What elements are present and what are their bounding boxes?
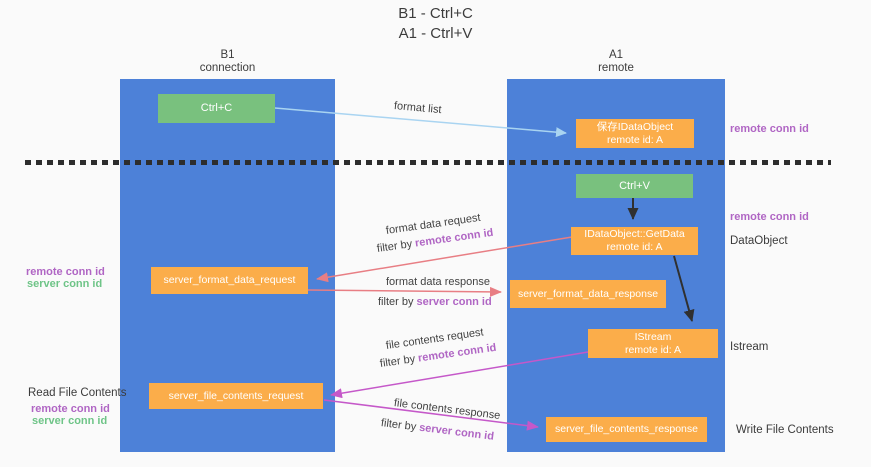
dataobject-label: DataObject bbox=[730, 235, 788, 247]
node-file-request-label: server_file_contents_request bbox=[168, 389, 304, 402]
node-save-idataobject: 保存IDataObject remote id: A bbox=[576, 119, 694, 148]
server-conn-id-text: server conn id bbox=[418, 421, 495, 443]
filter-by-text: filter by bbox=[380, 417, 420, 434]
node-file-response-label: server_file_contents_response bbox=[554, 423, 698, 435]
filter-by-text: filter by bbox=[376, 237, 416, 255]
node-ctrl-c: Ctrl+C bbox=[158, 94, 275, 123]
lane-a1-role: remote bbox=[598, 62, 634, 74]
node-istream: IStream remote id: A bbox=[588, 329, 718, 358]
file-contents-response-label: file contents response bbox=[393, 397, 501, 422]
node-format-request-label: server_format_data_request bbox=[163, 274, 296, 286]
node-ctrl-c-label: Ctrl+C bbox=[200, 102, 233, 114]
node-ctrl-v-label: Ctrl+V bbox=[619, 179, 650, 192]
filter-by-server-conn-id-label-1: filter by server conn id bbox=[378, 296, 492, 308]
node-server-format-data-response: server_format_data_response bbox=[510, 280, 666, 308]
node-server-file-contents-request: server_file_contents_request bbox=[149, 383, 323, 409]
remote-conn-id-left-label-2: remote conn id bbox=[31, 403, 110, 415]
filter-by-text: filter by bbox=[378, 296, 417, 308]
format-data-response-label: format data response bbox=[386, 276, 490, 288]
node-ctrl-v: Ctrl+V bbox=[576, 174, 693, 198]
remote-conn-id-left-label-1: remote conn id bbox=[26, 266, 105, 278]
filter-by-server-conn-id-label-2: filter by server conn id bbox=[380, 417, 494, 443]
write-file-contents-label: Write File Contents bbox=[736, 424, 834, 436]
server-conn-id-text: server conn id bbox=[416, 296, 492, 308]
title-line-1: B1 - Ctrl+C bbox=[398, 5, 473, 22]
server-conn-id-left-label-2: server conn id bbox=[32, 415, 108, 427]
remote-conn-id-right-label-1: remote conn id bbox=[730, 123, 809, 135]
node-format-response-label: server_format_data_response bbox=[517, 287, 659, 300]
lane-a1-name: A1 bbox=[608, 49, 624, 61]
lane-header-b1: B1 connection bbox=[120, 49, 335, 75]
lane-b1-role: connection bbox=[199, 62, 256, 74]
node-getdata-line2: remote id: A bbox=[606, 241, 663, 253]
read-file-contents-label: Read File Contents bbox=[28, 387, 127, 399]
istream-side-label: Istream bbox=[730, 341, 769, 353]
node-istream-line2: remote id: A bbox=[624, 343, 682, 356]
server-conn-id-left-label-1: server conn id bbox=[27, 278, 103, 290]
node-save-idataobject-line1: 保存IDataObject bbox=[596, 120, 674, 133]
node-server-file-contents-response: server_file_contents_response bbox=[546, 417, 707, 442]
node-getdata-line1: IDataObject::GetData bbox=[584, 228, 685, 240]
title-line-2: A1 - Ctrl+V bbox=[398, 25, 473, 42]
diagram-title: B1 - Ctrl+C A1 - Ctrl+V bbox=[0, 4, 871, 44]
node-save-idataobject-line2: remote id: A bbox=[606, 133, 664, 146]
format-data-response-arrow bbox=[307, 286, 502, 297]
lane-b1-name: B1 bbox=[220, 49, 235, 61]
node-idataobject-getdata: IDataObject::GetData remote id: A bbox=[571, 227, 698, 255]
format-list-label: format list bbox=[393, 100, 443, 117]
remote-conn-id-right-label-2: remote conn id bbox=[730, 211, 809, 223]
node-server-format-data-request: server_format_data_request bbox=[151, 267, 308, 294]
node-istream-line1: IStream bbox=[634, 330, 672, 343]
lane-header-a1: A1 remote bbox=[507, 49, 725, 75]
filter-by-text: filter by bbox=[379, 352, 419, 370]
phase-separator-dashed-line bbox=[25, 160, 831, 165]
